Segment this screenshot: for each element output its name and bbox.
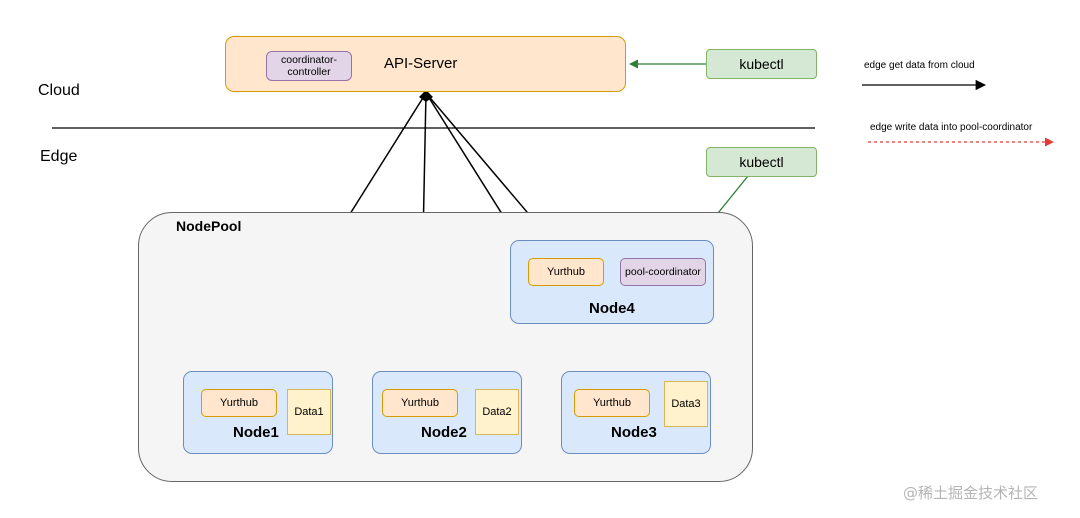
edge-label: Edge bbox=[40, 148, 78, 165]
node3-data-label: Data3 bbox=[671, 398, 701, 410]
legend-write-label: edge write data into pool-coordinator bbox=[870, 122, 1033, 133]
coordinator-controller-box: coordinator- controller bbox=[266, 51, 352, 81]
node1-data-box: Data1 bbox=[287, 389, 331, 435]
node4-yurthub-label: Yurthub bbox=[547, 266, 585, 278]
kubectl-edge-label: kubectl bbox=[739, 154, 784, 170]
legend-get-label: edge get data from cloud bbox=[864, 60, 975, 71]
node4-yurthub-box: Yurthub bbox=[528, 258, 604, 286]
api-arrowhead bbox=[419, 90, 433, 102]
node1-yurthub-label: Yurthub bbox=[220, 397, 258, 409]
api-server-label: API-Server bbox=[384, 55, 458, 72]
node1-data-label: Data1 bbox=[294, 406, 324, 418]
node2-data-box: Data2 bbox=[475, 389, 519, 435]
node3-yurthub-label: Yurthub bbox=[593, 397, 631, 409]
node1-yurthub-box: Yurthub bbox=[201, 389, 277, 417]
pool-coordinator-label: pool-coordinator bbox=[625, 266, 701, 278]
node4-label: Node4 bbox=[589, 300, 635, 317]
node3-label: Node3 bbox=[611, 424, 657, 441]
nodepool-title: NodePool bbox=[176, 218, 242, 234]
kubectl-cloud-box: kubectl bbox=[706, 49, 817, 79]
node3-data-box: Data3 bbox=[664, 381, 708, 427]
node2-yurthub-box: Yurthub bbox=[382, 389, 458, 417]
node1-label: Node1 bbox=[233, 424, 279, 441]
node2-data-label: Data2 bbox=[482, 406, 512, 418]
node2-yurthub-label: Yurthub bbox=[401, 397, 439, 409]
pool-coordinator-box: pool-coordinator bbox=[620, 258, 706, 286]
node2-label: Node2 bbox=[421, 424, 467, 441]
node3-yurthub-box: Yurthub bbox=[574, 389, 650, 417]
cloud-label: Cloud bbox=[38, 82, 80, 99]
watermark: @稀土掘金技术社区 bbox=[903, 484, 1039, 502]
kubectl-edge-box: kubectl bbox=[706, 147, 817, 177]
coordinator-controller-label: coordinator- controller bbox=[280, 54, 338, 78]
kubectl-cloud-label: kubectl bbox=[739, 56, 784, 72]
